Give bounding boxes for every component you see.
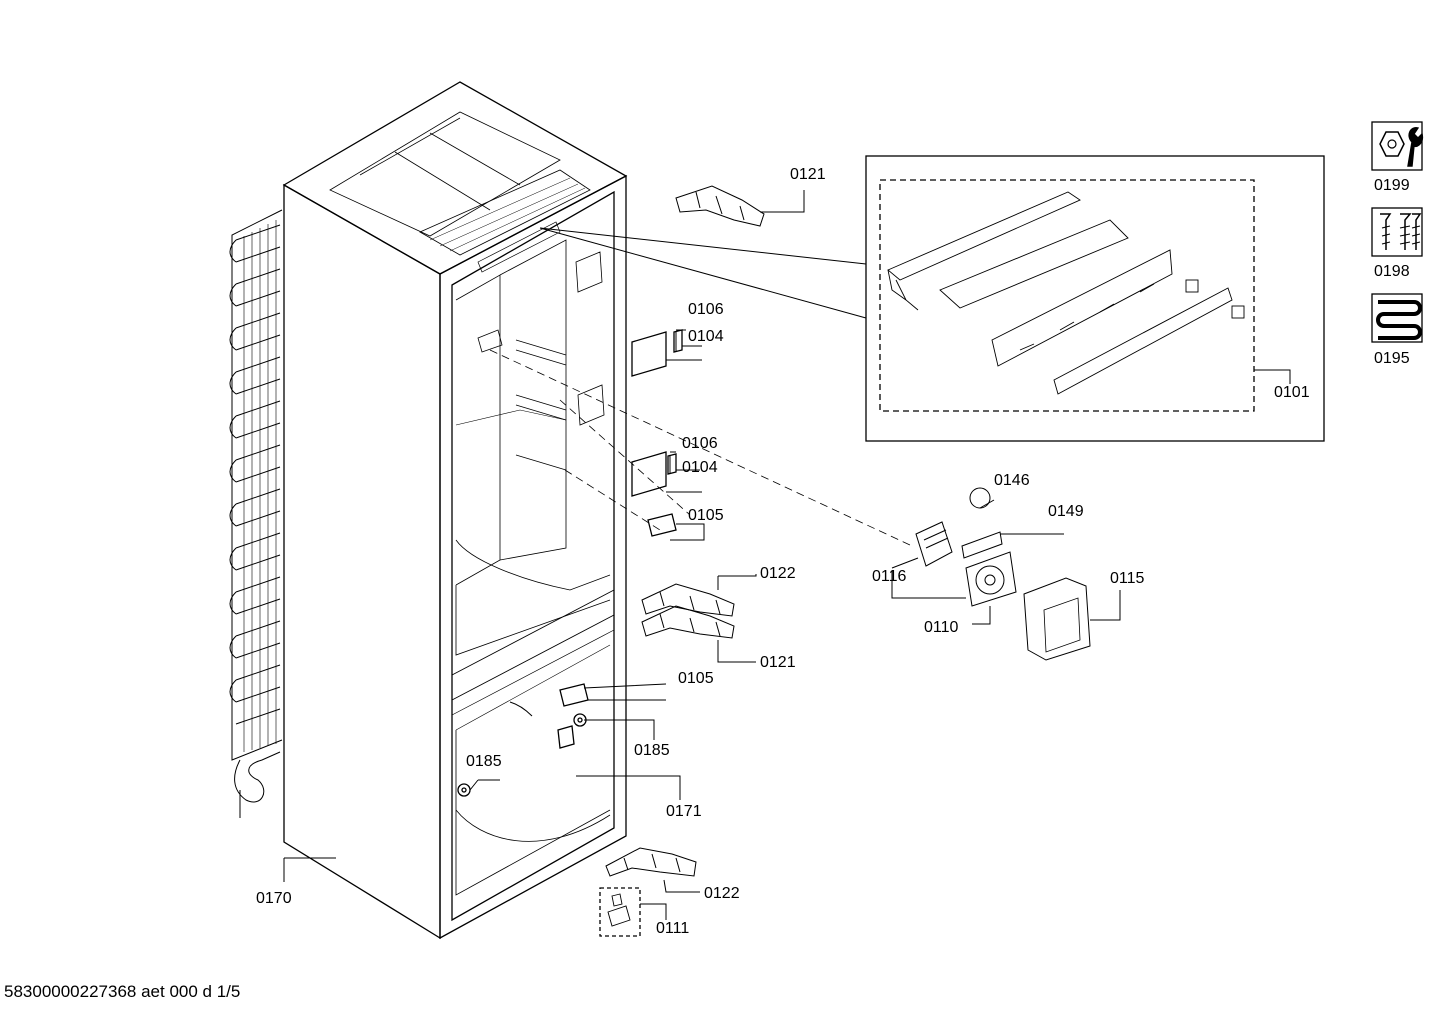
hinge-0121-top	[675, 185, 765, 227]
nut-wrench-icon	[1371, 121, 1424, 171]
part-label-0198: 0198	[1374, 263, 1410, 280]
cover-0104-a	[631, 331, 667, 377]
part-label-0146: 0146	[994, 472, 1030, 489]
part-0111	[599, 887, 641, 937]
part-label-0171: 0171	[666, 803, 702, 820]
cover-0104-b	[631, 451, 667, 497]
screws-icon	[1371, 207, 1423, 257]
hinge-0121-middle	[641, 605, 735, 639]
hinge-0122-middle	[641, 583, 735, 617]
part-label-0170: 0170	[256, 890, 292, 907]
knob-0185-a	[457, 783, 471, 797]
part-label-0115: 0115	[1110, 570, 1145, 587]
projection-lines	[539, 227, 867, 319]
part-label-0122-a: 0122	[760, 565, 796, 582]
control-module-detail	[865, 155, 1325, 442]
part-label-0105-b: 0105	[678, 670, 714, 687]
part-label-0199: 0199	[1374, 177, 1410, 194]
plug-0171	[557, 725, 575, 749]
part-label-0149: 0149	[1048, 503, 1084, 520]
part-label-0121-b: 0121	[760, 654, 796, 671]
part-label-0106-a: 0106	[688, 301, 724, 318]
part-label-0185-b: 0185	[634, 742, 670, 759]
cabinet-body	[229, 81, 628, 940]
part-label-0195: 0195	[1374, 350, 1410, 367]
label-leaders	[283, 190, 1291, 920]
dashed-leader-lines	[489, 349, 911, 546]
clip-0106-a	[673, 329, 683, 353]
part-label-0105-a: 0105	[688, 507, 724, 524]
part-label-0122-b: 0122	[704, 885, 740, 902]
hinge-0122-bottom	[605, 847, 697, 877]
part-label-0106-b: 0106	[682, 435, 718, 452]
document-id: 58300000227368 aet 000 d 1/5	[4, 982, 241, 1001]
part-label-0185-a: 0185	[466, 753, 502, 770]
condenser-coil	[229, 209, 283, 818]
part-label-0104-b: 0104	[682, 459, 718, 476]
part-label-0111: 0111	[656, 920, 690, 937]
part-label-0121-top: 0121	[790, 166, 826, 183]
coil-tube-icon	[1371, 293, 1423, 343]
part-label-0110: 0110	[924, 619, 959, 636]
leaf-spring	[509, 701, 533, 717]
part-label-0104-a: 0104	[688, 328, 724, 345]
part-label-0101: 0101	[1274, 384, 1310, 401]
switch-0105-b	[559, 683, 589, 707]
switch-0105-a	[647, 513, 677, 537]
part-label-0116: 0116	[872, 568, 907, 585]
clip-0106-b	[667, 453, 677, 475]
fan-assembly	[915, 487, 1091, 661]
